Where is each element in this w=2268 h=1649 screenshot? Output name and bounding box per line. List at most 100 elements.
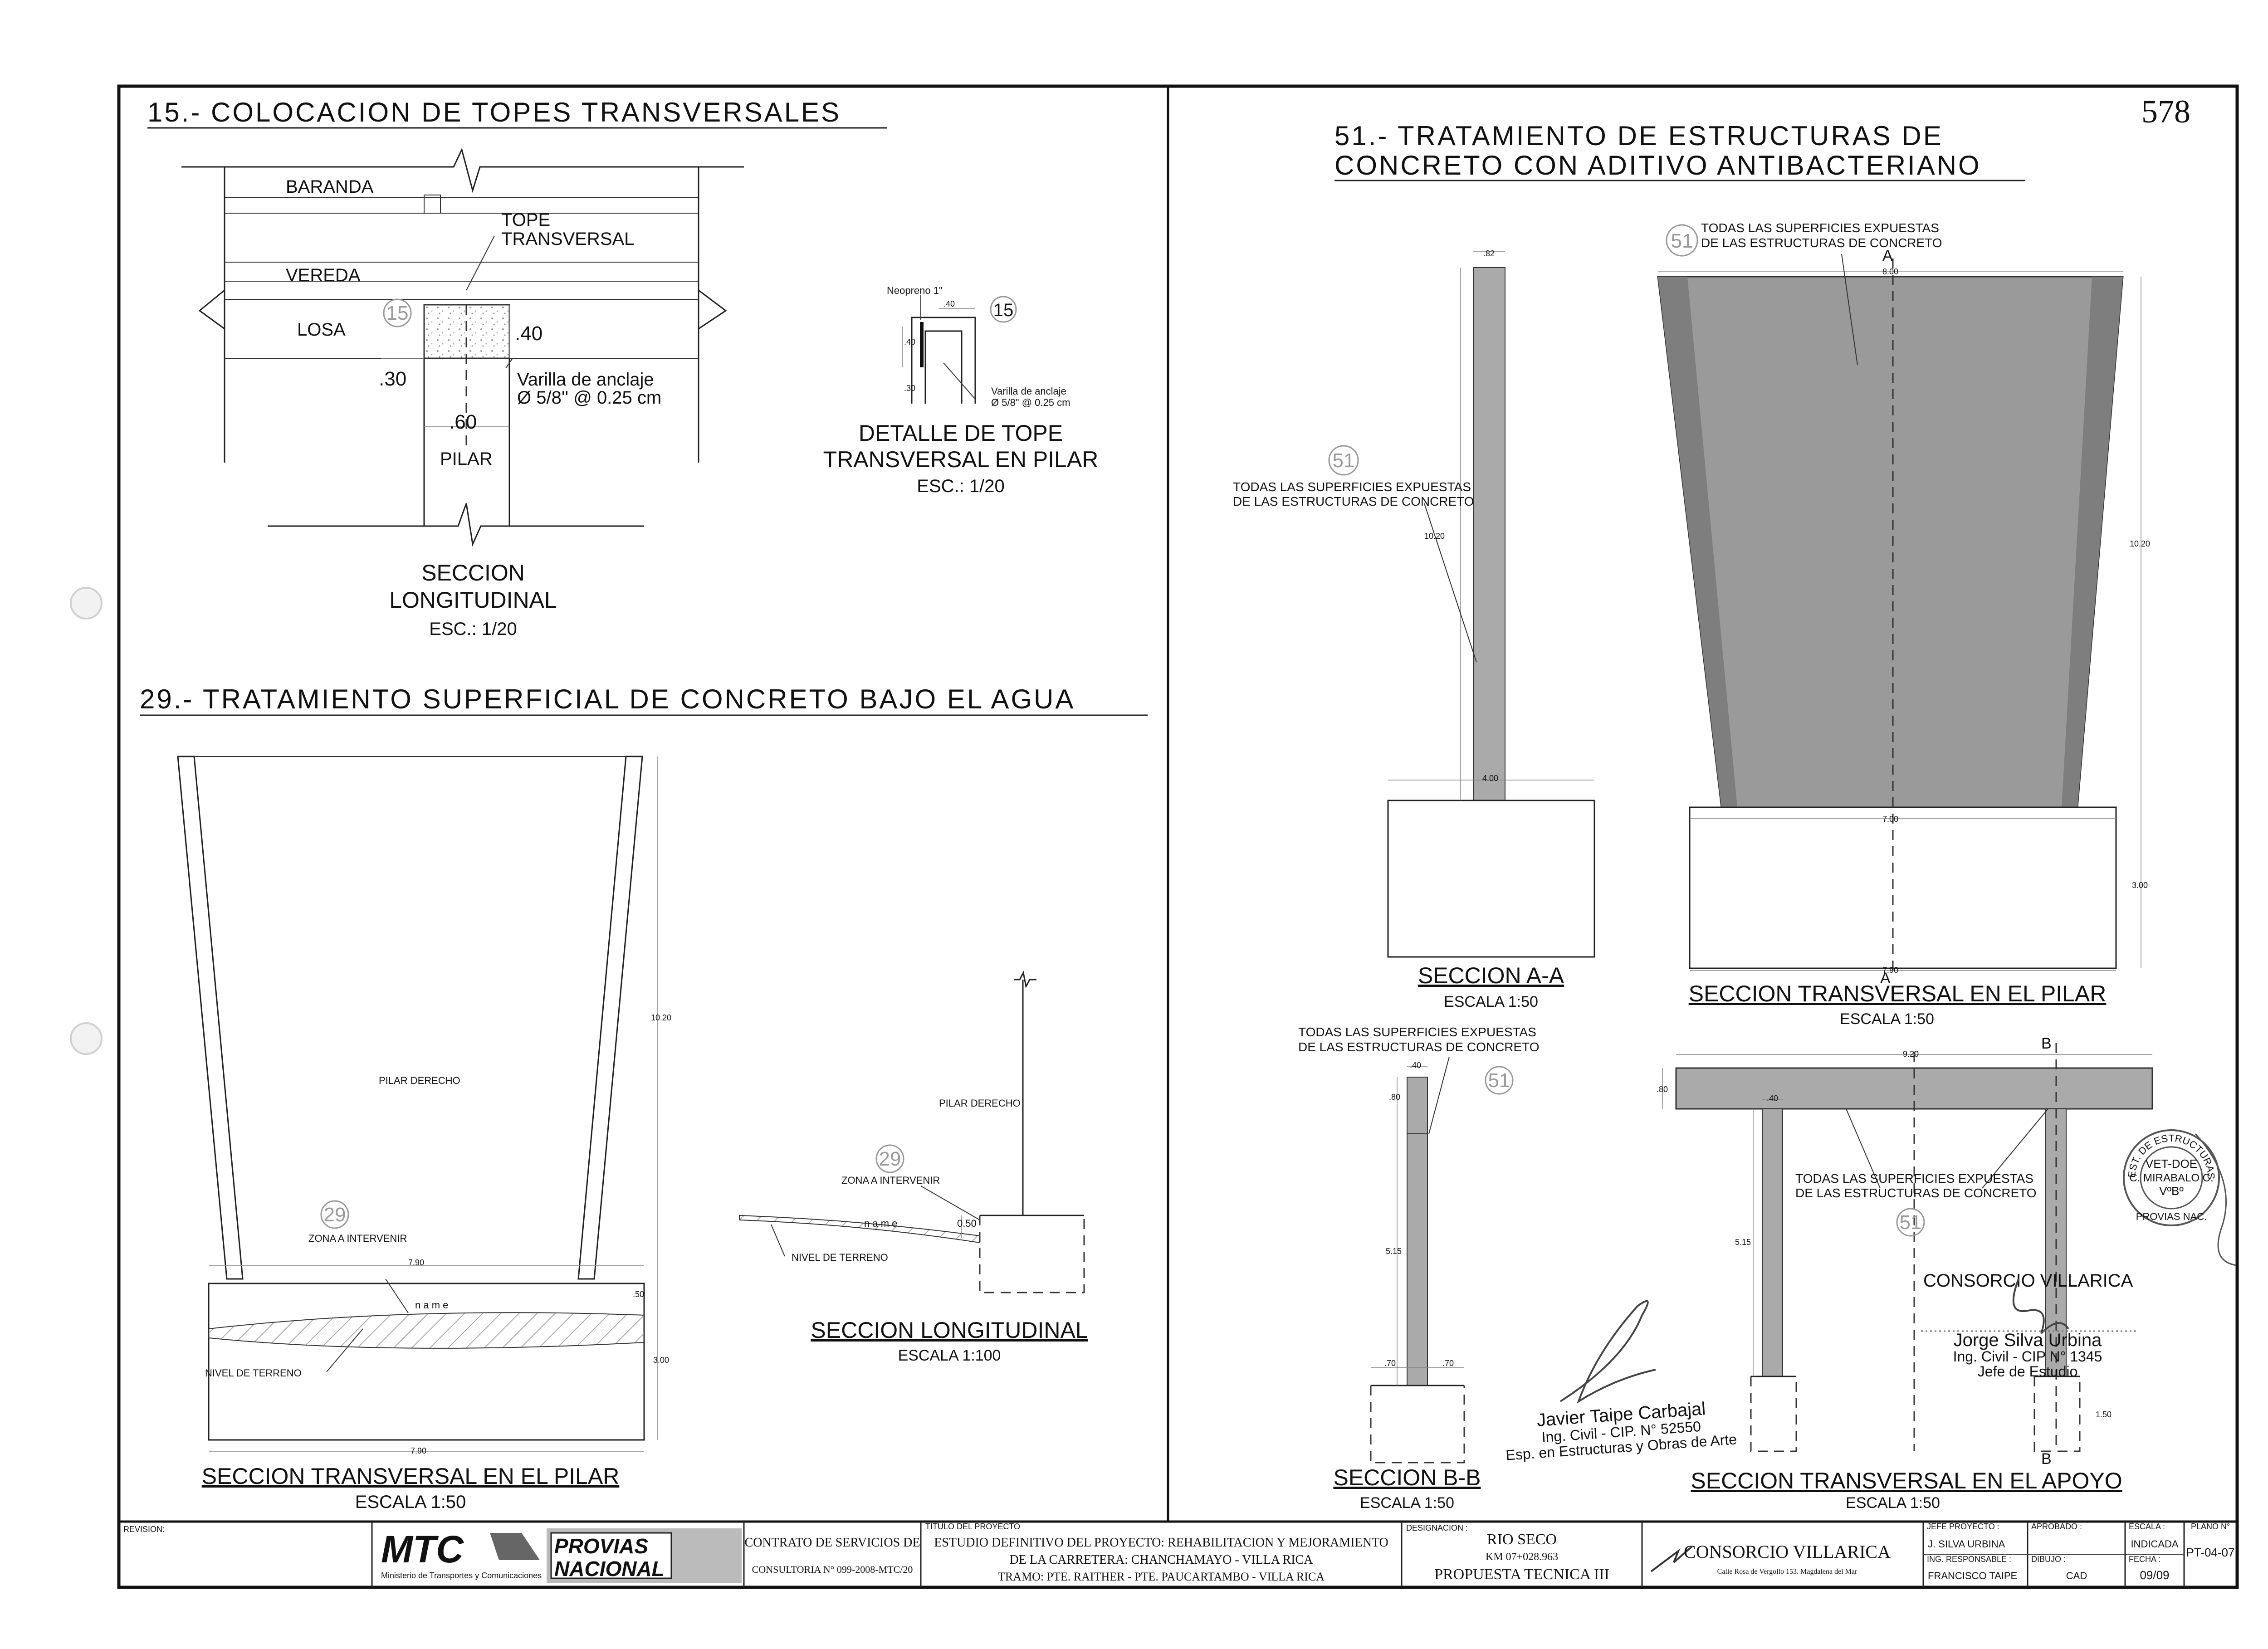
tb-designacion-3: PROPUESTA TECNICA III — [1434, 1566, 1609, 1583]
sec51-aa-note-1: TODAS LAS SUPERFICIES EXPUESTAS — [1233, 480, 1471, 494]
detail-dim-30: .30 — [904, 384, 915, 393]
sec51-apoyo-section: 51 TODAS LAS SUPERFICIES EXPUESTAS DE LA… — [1657, 1035, 2153, 1512]
stamp-jorge-cip: Ing. Civil - CIP N° 1345 — [1953, 1348, 2102, 1365]
svg-text:MTC: MTC — [381, 1528, 464, 1571]
sec51-bb-d40: .40 — [1410, 1061, 1421, 1070]
sec51-aa-h: 10.20 — [1424, 532, 1445, 541]
sec51-apoyo-d40: .40 — [1767, 1094, 1778, 1103]
sec51-section-aa: 51 TODAS LAS SUPERFICIES EXPUESTAS DE LA… — [1233, 249, 1595, 1010]
mtc-logo: MTC Ministerio de Transportes y Comunica… — [381, 1528, 542, 1580]
sec51-apoyo-cut-bot: B — [2041, 1450, 2052, 1468]
sec29-left-view-scale: ESCALA 1:50 — [355, 1492, 466, 1512]
sec15-view-scale: ESC.: 1/20 — [429, 619, 517, 639]
sec29-left-h-50: .50 — [633, 1290, 644, 1299]
svg-text:NACIONAL: NACIONAL — [554, 1557, 665, 1581]
sec51-apoyo-note-1: TODAS LAS SUPERFICIES EXPUESTAS — [1795, 1171, 2033, 1186]
sec51-bb-d70a: .70 — [1384, 1359, 1396, 1368]
sec29-left-w-bot: 7.90 — [411, 1446, 426, 1455]
section-15: 15.- COLOCACION DE TOPES TRANSVERSALES — [147, 97, 1098, 639]
sec51-pilar-title: SECCION TRANSVERSAL EN EL PILAR — [1689, 981, 2107, 1006]
sec51-apoyo-d150: 1.50 — [2096, 1410, 2112, 1419]
sec29-title: 29.- TRATAMIENTO SUPERFICIAL DE CONCRETO… — [140, 684, 1075, 714]
sec51-aa-w: 4.00 — [1482, 774, 1498, 783]
sec51-pilar-h: 10.20 — [2130, 539, 2150, 548]
sec15-tope-label-1: TOPE — [501, 210, 550, 230]
sec51-pilar-w-bot: 7.90 — [1882, 966, 1898, 975]
detail-varilla-1: Varilla de anclaje — [991, 385, 1066, 397]
tb-designacion-label: DESIGNACION : — [1406, 1523, 1468, 1532]
tb-revision-label: REVISION: — [123, 1525, 165, 1534]
sec51-bb-note-1: TODAS LAS SUPERFICIES EXPUESTAS — [1298, 1025, 1536, 1039]
tb-contrato-1: CONTRATO DE SERVICIOS DE — [745, 1536, 920, 1550]
tb-dibujo-label: DIBUJO : — [2031, 1555, 2066, 1564]
sheet-number: 578 — [2141, 93, 2190, 130]
sec29-left-callout: 29 — [324, 1204, 346, 1226]
sec29-left-w-top: 7.90 — [408, 1258, 424, 1267]
section-29: 29.- TRATAMIENTO SUPERFICIAL DE CONCRETO… — [140, 684, 1148, 1512]
tb-dibujo: CAD — [2066, 1570, 2087, 1581]
javier-taipe-stamp: Javier Taipe Carbajal Ing. Civil - CIP. … — [1505, 1300, 1737, 1464]
svg-text:PROVIAS: PROVIAS — [554, 1534, 648, 1558]
sec51-pilar-note-2: DE LAS ESTRUCTURAS DE CONCRETO — [1701, 236, 1942, 250]
title-block: REVISION: MTC Ministerio de Transportes … — [123, 1522, 2234, 1587]
seal-bottom-text: PROVIAS NAC. — [2136, 1211, 2207, 1222]
tb-fecha-label: FECHA : — [2129, 1555, 2160, 1564]
sec29-right-view-scale: ESCALA 1:100 — [898, 1347, 1001, 1364]
sec51-aa-d82: .82 — [1483, 249, 1495, 258]
sec29-right-nivel: NIVEL DE TERRENO — [792, 1252, 888, 1263]
seal-line-1: VET-DOE — [2146, 1157, 2197, 1171]
sec51-bb-title: SECCION B-B — [1333, 1465, 1481, 1490]
tb-plano: PT-04-07 — [2186, 1546, 2235, 1559]
tb-plano-label: PLANO N° — [2191, 1522, 2230, 1531]
sec15-longitudinal-section: 15 BARANDA TOPE TRANSVERSAL VEREDA LOSA … — [181, 147, 744, 639]
tb-ing: FRANCISCO TAIPE — [1928, 1570, 2017, 1581]
tb-consorcio: CONSORCIO VILLARICA — [1684, 1542, 1891, 1562]
sec51-pilar-scale: ESCALA 1:50 — [1840, 1010, 1934, 1028]
detail-neopreno: Neopreno 1" — [887, 285, 943, 296]
detail-title-2: TRANSVERSAL EN PILAR — [823, 447, 1099, 472]
sec29-left-view-title: SECCION TRANSVERSAL EN EL PILAR — [202, 1464, 620, 1489]
sec15-varilla-2: Ø 5/8'' @ 0.25 cm — [517, 388, 661, 408]
sec15-varilla-1: Varilla de anclaje — [517, 370, 654, 390]
seal-line-2: C. MIRABALO C. — [2129, 1172, 2213, 1184]
sec15-view-title-1: SECCION — [421, 560, 525, 585]
sec51-title-2: CONCRETO CON ADITIVO ANTIBACTERIANO — [1334, 150, 1981, 181]
sec51-apoyo-title: SECCION TRANSVERSAL EN EL APOYO — [1691, 1468, 2122, 1493]
tb-titulo-label: TITULO DEL PROYECTO — [925, 1522, 1020, 1531]
sec51-apoyo-callout: 51 — [1900, 1211, 1922, 1234]
detail-dim-40a: .40 — [943, 299, 955, 308]
sec15-tope-detail: 15 Neopreno 1" .40 .40 .30 Varilla de an… — [823, 285, 1099, 496]
sec15-tope-label-2: TRANSVERSAL — [501, 229, 634, 249]
sec29-right-name: n a m e — [864, 1218, 897, 1229]
sec29-left-h-main: 10.20 — [651, 1013, 671, 1022]
sec15-baranda-label: BARANDA — [286, 177, 374, 197]
outer-frame — [117, 84, 2239, 1589]
binder-hole-bottom — [70, 1022, 103, 1055]
sec51-aa-title: SECCION A-A — [1418, 963, 1564, 988]
detail-callout-15: 15 — [993, 300, 1014, 320]
sec15-dim-40: .40 — [515, 322, 543, 345]
jorge-silva-stamp: CONSORCIO VILLARICA Jorge Silva Urbina I… — [1921, 1271, 2139, 1380]
provias-logo: PROVIAS NACIONAL — [547, 1528, 742, 1583]
sec29-right-callout: 29 — [879, 1148, 901, 1170]
sec29-right-pilar: PILAR DERECHO — [939, 1098, 1021, 1109]
tb-designacion-2: KM 07+028.963 — [1486, 1551, 1558, 1563]
tb-consorcio-addr: Calle Rosa de Vergollo 153. Magdalena de… — [1717, 1568, 1857, 1576]
sec51-bb-scale: ESCALA 1:50 — [1360, 1494, 1454, 1512]
sec15-dim-30: .30 — [379, 368, 406, 390]
binder-hole-top — [70, 587, 103, 620]
mtc-subtitle: Ministerio de Transportes y Comunicacion… — [381, 1571, 542, 1580]
sec51-apoyo-scale: ESCALA 1:50 — [1846, 1494, 1940, 1512]
sec51-apoyo-cut-top: B — [2041, 1035, 2052, 1052]
sec29-left-pilar: PILAR DERECHO — [379, 1075, 460, 1086]
tb-titulo-1: ESTUDIO DEFINITIVO DEL PROYECTO: REHABIL… — [934, 1536, 1388, 1550]
sec15-view-title-2: LONGITUDINAL — [389, 587, 557, 613]
sec51-title-1: 51.- TRATAMIENTO DE ESTRUCTURAS DE — [1334, 121, 1943, 151]
sec51-apoyo-h: 5.15 — [1735, 1238, 1751, 1247]
sec51-bb-d80: .80 — [1389, 1093, 1400, 1102]
tb-aprobado-label: APROBADO : — [2031, 1522, 2082, 1531]
tb-fecha: 09/09 — [2140, 1568, 2169, 1582]
tb-titulo-3: TRAMO: PTE. RAITHER - PTE. PAUCARTAMBO -… — [998, 1570, 1325, 1583]
detail-varilla-2: Ø 5/8" @ 0.25 cm — [991, 397, 1070, 408]
sec51-pilar-cut-top: A — [1882, 247, 1893, 264]
